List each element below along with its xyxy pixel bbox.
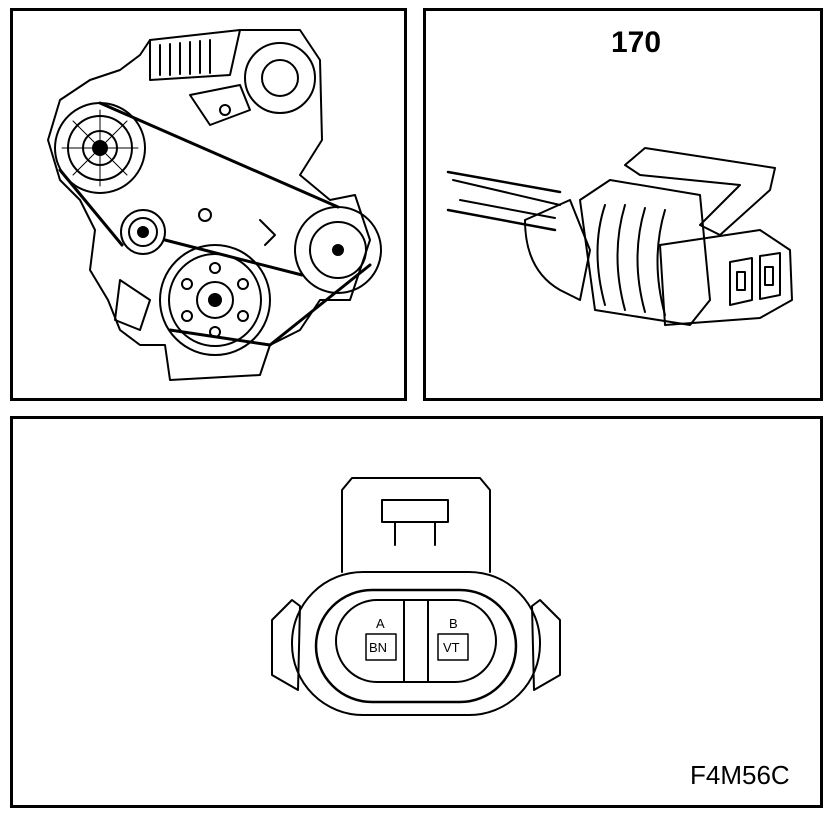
pin-a-wire-color: BN bbox=[369, 640, 388, 655]
connector-face-drawing bbox=[271, 477, 561, 716]
pin-b-letter: B bbox=[449, 616, 458, 631]
connector-3d-drawing bbox=[446, 147, 793, 326]
engine-drawing bbox=[47, 29, 382, 381]
pin-a-letter: A bbox=[376, 616, 385, 631]
pin-b-wire-color: VT bbox=[443, 640, 460, 655]
connector-face-panel bbox=[10, 416, 823, 808]
connector-illustration-panel bbox=[423, 8, 823, 401]
callout-number: 170 bbox=[611, 26, 662, 59]
figure-code: F4M56C bbox=[690, 760, 790, 790]
